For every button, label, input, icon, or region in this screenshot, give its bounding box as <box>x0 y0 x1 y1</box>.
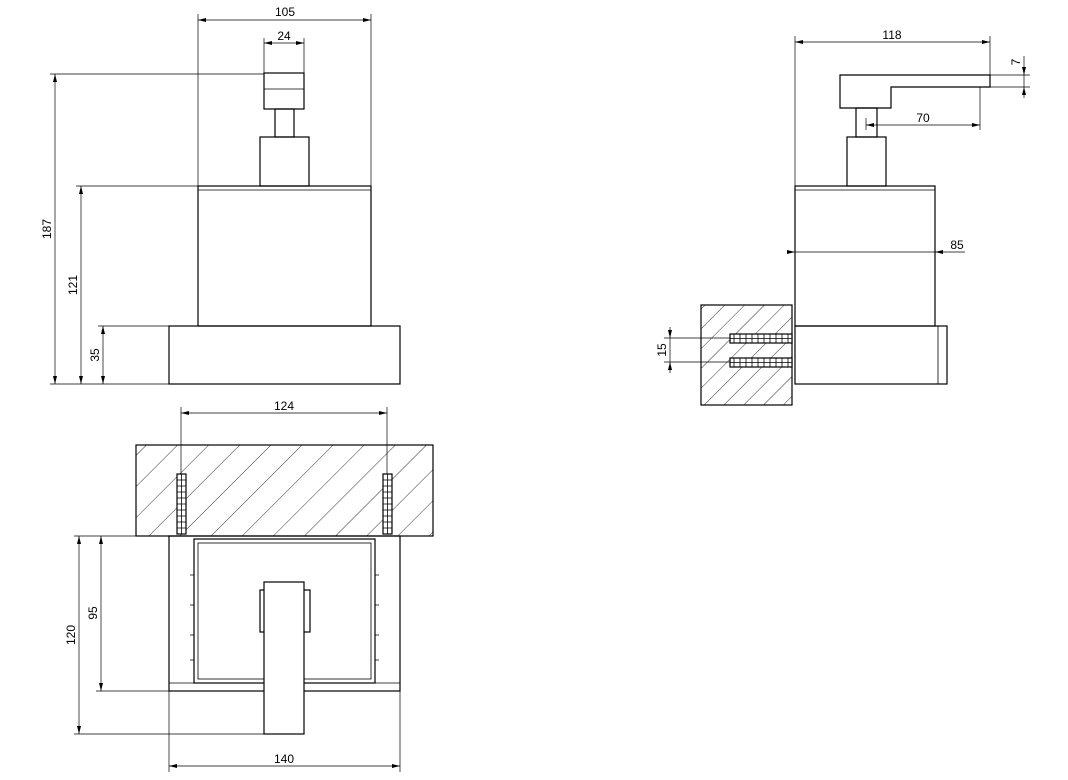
front-body <box>197 185 372 327</box>
dim-front-width: 105 <box>275 5 295 19</box>
dim-spout-thickness: 7 <box>1009 58 1023 65</box>
dim-top-body-depth: 95 <box>86 606 100 620</box>
dim-base-height: 35 <box>88 348 102 362</box>
side-pump-neck <box>846 136 887 187</box>
dim-body-height: 121 <box>66 275 80 295</box>
side-body <box>794 185 936 327</box>
side-screw-upper <box>729 333 793 344</box>
dim-pump-head-width: 24 <box>277 29 291 43</box>
dim-front-height: 187 <box>40 219 54 239</box>
dim-top-width: 140 <box>274 752 294 766</box>
top-screw-right <box>382 473 393 535</box>
side-spout <box>839 74 991 109</box>
dim-screw-centers: 124 <box>274 399 294 413</box>
front-pump-head <box>263 72 305 110</box>
dim-top-depth: 120 <box>64 625 78 645</box>
side-wall-section <box>700 304 793 406</box>
side-view: 118 7 70 85 15 <box>655 28 1030 406</box>
front-base <box>168 325 401 385</box>
front-pump-stem <box>274 108 295 138</box>
top-spout <box>263 581 305 735</box>
side-base <box>794 325 948 385</box>
top-view: 124 120 95 140 <box>64 399 434 772</box>
front-pump-neck <box>259 136 310 187</box>
top-screw-left <box>176 473 187 535</box>
front-view: 105 24 187 121 35 <box>40 5 401 385</box>
dim-side-body-depth: 85 <box>950 238 964 252</box>
side-screw-lower <box>729 357 793 368</box>
dim-screw-spacing: 15 <box>655 343 669 357</box>
dim-spout-length: 118 <box>882 28 901 42</box>
side-pump-stem <box>855 107 878 138</box>
dim-spout-reach: 70 <box>916 111 930 125</box>
